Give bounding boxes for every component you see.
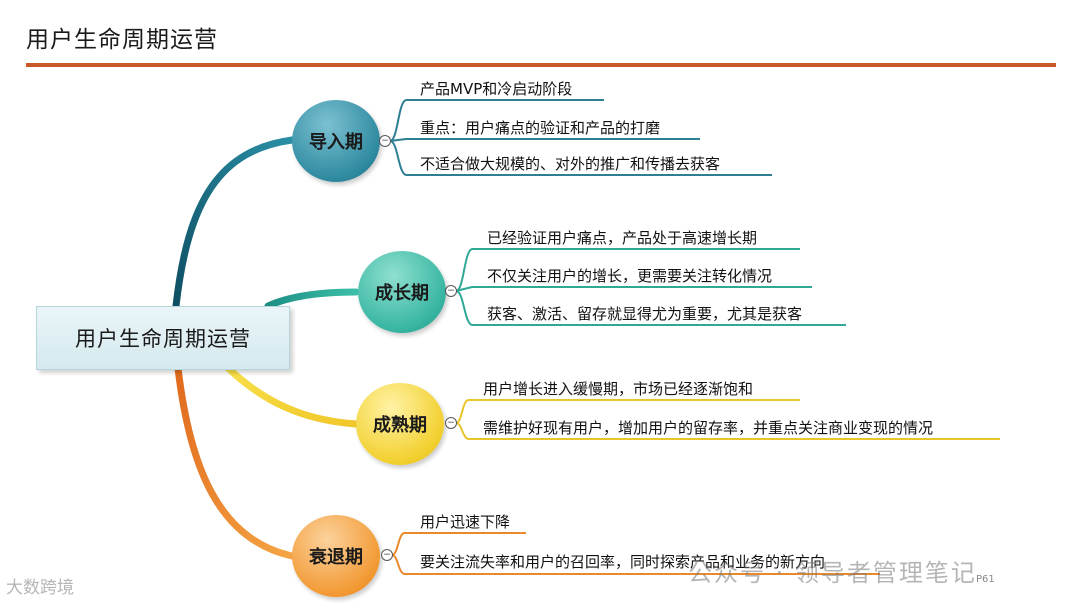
title-divider bbox=[26, 63, 1056, 67]
root-node: 用户生命周期运营 bbox=[36, 306, 290, 370]
collapse-toggle-icon[interactable]: − bbox=[445, 417, 457, 429]
branch-stage-1 bbox=[172, 136, 296, 310]
leaf-text: 要关注流失率和用户的召回率，同时探索产品和业务的新方向 bbox=[420, 553, 826, 571]
stage-node-2: 成长期 bbox=[358, 251, 446, 333]
leaf-text: 需维护好现有用户，增加用户的留存率，并重点关注商业变现的情况 bbox=[483, 419, 934, 437]
leaf-text: 已经验证用户痛点，产品处于高速增长期 bbox=[487, 229, 758, 247]
root-label: 用户生命周期运营 bbox=[75, 327, 251, 351]
leaf-connectors-stage-2 bbox=[455, 248, 846, 326]
watermark-text: 公众号 · 领导者管理笔记 bbox=[688, 559, 977, 587]
leaf-text: 不仅关注用户的增长，更需要关注转化情况 bbox=[487, 267, 773, 285]
leaf-connectors-stage-4 bbox=[391, 532, 880, 575]
page-title: 用户生命周期运营 bbox=[26, 27, 218, 53]
brand-logo: 大数跨境 bbox=[6, 578, 74, 598]
leaf-connectors-stage-3 bbox=[455, 399, 1000, 440]
leaf-text: 获客、激活、留存就显得尤为重要，尤其是获客 bbox=[487, 305, 803, 323]
stage-label: 衰退期 bbox=[309, 547, 363, 568]
branch-stage-3 bbox=[224, 364, 360, 428]
collapse-toggle-icon[interactable]: − bbox=[445, 285, 457, 297]
stage-node-4: 衰退期 bbox=[292, 515, 380, 597]
leaf-text: 产品MVP和冷启动阶段 bbox=[420, 80, 573, 98]
leaf-text: 用户增长进入缓慢期，市场已经逐渐饱和 bbox=[483, 380, 754, 398]
collapse-toggle-icon[interactable]: − bbox=[381, 549, 393, 561]
stage-label: 成熟期 bbox=[373, 415, 427, 436]
leaf-text: 重点：用户痛点的验证和产品的打磨 bbox=[420, 119, 661, 137]
branch-stage-2 bbox=[264, 288, 360, 310]
stage-node-3: 成熟期 bbox=[356, 383, 444, 465]
stage-node-1: 导入期 bbox=[292, 100, 380, 182]
stage-label: 导入期 bbox=[309, 132, 363, 153]
leaf-text: 不适合做大规模的、对外的推广和传播去获客 bbox=[420, 155, 721, 173]
branch-stage-4 bbox=[174, 364, 296, 560]
collapse-toggle-icon[interactable]: − bbox=[379, 135, 391, 147]
stage-label: 成长期 bbox=[375, 283, 429, 304]
leaf-text: 用户迅速下降 bbox=[420, 513, 511, 531]
page-number: P61 bbox=[976, 574, 995, 585]
leaf-connectors-stage-1 bbox=[389, 99, 772, 176]
